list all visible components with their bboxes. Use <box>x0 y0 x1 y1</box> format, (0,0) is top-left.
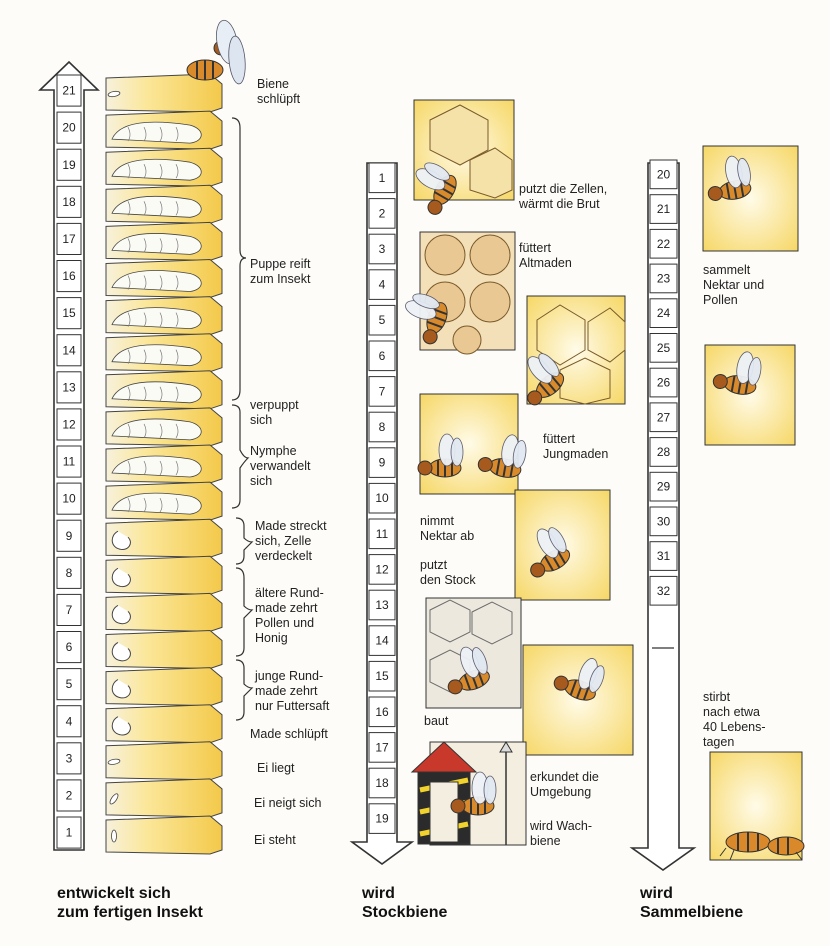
forager-day-number-25: 25 <box>657 341 671 355</box>
label-feeds-old-larvae: füttert Altmaden <box>519 241 572 271</box>
label-egg-lies: Ei liegt <box>257 761 295 776</box>
brood-day-number-3: 3 <box>66 751 73 765</box>
title-hive-bee: wird Stockbiene <box>362 884 447 922</box>
forager-day-number-31: 31 <box>657 549 671 563</box>
hive-day-number-18: 18 <box>375 776 389 790</box>
bee-icon <box>187 19 247 85</box>
hive-day-number-14: 14 <box>375 634 389 648</box>
brood-day-number-17: 17 <box>62 232 76 246</box>
hive-day-number-2: 2 <box>379 206 386 220</box>
brood-day-number-14: 14 <box>62 343 76 357</box>
hive-day-number-6: 6 <box>379 349 386 363</box>
label-egg-tilts: Ei neigt sich <box>254 796 321 811</box>
forager-day-number-24: 24 <box>657 306 671 320</box>
hive-day-number-9: 9 <box>379 456 386 470</box>
title-develops-insect: entwickelt sich zum fertigen Insekt <box>57 884 203 922</box>
brood-day-number-4: 4 <box>66 714 73 728</box>
label-takes-nectar: nimmt Nektar ab <box>420 514 474 544</box>
honeycomb-cell-icon <box>106 742 222 780</box>
hive-day-number-8: 8 <box>379 420 386 434</box>
label-egg-stands: Ei steht <box>254 833 296 848</box>
brood-day-number-7: 7 <box>66 603 73 617</box>
label-larva-stretches: Made streckt sich, Zelle verdeckelt <box>255 519 327 564</box>
brood-day-number-16: 16 <box>62 269 76 283</box>
hive-day-number-11: 11 <box>376 527 389 541</box>
brood-day-number-13: 13 <box>62 380 76 394</box>
label-older-larva: ältere Rund- made zehrt Pollen und Honig <box>255 586 324 646</box>
forager-day-number-29: 29 <box>657 480 671 494</box>
label-larva-hatches: Made schlüpft <box>250 727 328 742</box>
brood-day-number-9: 9 <box>66 529 73 543</box>
label-bee-emerges: Biene schlüpft <box>257 77 300 107</box>
hive-bee-arrow: 12345678910111213141516171819 <box>352 163 412 864</box>
label-cleans-hive: putzt den Stock <box>420 558 476 588</box>
brood-day-number-11: 11 <box>63 455 76 469</box>
hive-day-number-13: 13 <box>375 598 389 612</box>
brood-day-number-12: 12 <box>62 417 76 431</box>
hive-day-number-12: 12 <box>375 562 389 576</box>
label-pupa-matures: Puppe reift zum Insekt <box>250 257 310 287</box>
forager-day-number-22: 22 <box>657 237 671 251</box>
egg-shape <box>112 830 117 842</box>
hive-day-number-4: 4 <box>379 278 386 292</box>
label-guard-bee: wird Wach- biene <box>530 819 592 849</box>
hive-day-number-16: 16 <box>375 705 389 719</box>
brood-day-number-20: 20 <box>62 121 76 135</box>
hive-day-number-5: 5 <box>379 313 386 327</box>
forager-day-number-20: 20 <box>657 167 671 181</box>
hive-day-number-19: 19 <box>375 812 389 826</box>
panel-exploring <box>523 645 633 755</box>
guard-house-icon <box>412 742 526 845</box>
hive-day-number-7: 7 <box>379 384 386 398</box>
brood-day-number-19: 19 <box>62 158 76 172</box>
brood-day-number-15: 15 <box>62 306 76 320</box>
brood-day-number-5: 5 <box>66 677 73 691</box>
label-explores: erkundet die Umgebung <box>530 770 599 800</box>
honeycomb-cell-icon <box>106 779 222 817</box>
brood-day-number-21: 21 <box>62 84 76 98</box>
label-dies: stirbt nach etwa 40 Lebens- tagen <box>703 690 766 750</box>
brood-day-number-8: 8 <box>66 566 73 580</box>
hive-day-number-17: 17 <box>375 740 389 754</box>
stage-brackets <box>232 118 252 720</box>
label-young-larva: junge Rund- made zehrt nur Futtersaft <box>255 669 329 714</box>
hive-day-number-10: 10 <box>375 491 389 505</box>
label-cleans-cells: putzt die Zellen, wärmt die Brut <box>519 182 607 212</box>
label-nymph-transforms: Nymphe verwandelt sich <box>250 444 310 489</box>
label-builds: baut <box>424 714 448 729</box>
hive-day-number-3: 3 <box>379 242 386 256</box>
honeycomb-cell-icon <box>106 816 222 854</box>
forager-day-number-27: 27 <box>657 410 671 424</box>
forager-arrow: 20 21 22 23 24 25 26 27 28 29 30 31 32 <box>632 160 694 870</box>
forager-day-number-23: 23 <box>657 271 671 285</box>
forager-day-number-28: 28 <box>657 445 671 459</box>
forager-day-number-26: 26 <box>657 376 671 390</box>
forager-day-number-32: 32 <box>657 584 671 598</box>
label-feeds-young-larvae: füttert Jungmaden <box>543 432 608 462</box>
label-collects-nectar: sammelt Nektar und Pollen <box>703 263 764 308</box>
brood-day-number-18: 18 <box>62 195 76 209</box>
title-forager-bee: wird Sammelbiene <box>640 884 743 922</box>
forager-day-number-30: 30 <box>657 514 671 528</box>
hive-day-number-15: 15 <box>375 669 389 683</box>
brood-day-number-6: 6 <box>66 640 73 654</box>
brood-day-number-10: 10 <box>62 492 76 506</box>
forager-day-number-21: 21 <box>657 202 671 216</box>
brood-cell-stack <box>106 74 222 854</box>
brood-day-number-1: 1 <box>66 826 73 840</box>
label-pupates: verpuppt sich <box>250 398 299 428</box>
brood-day-number-2: 2 <box>66 788 73 802</box>
hive-day-number-1: 1 <box>379 171 386 185</box>
